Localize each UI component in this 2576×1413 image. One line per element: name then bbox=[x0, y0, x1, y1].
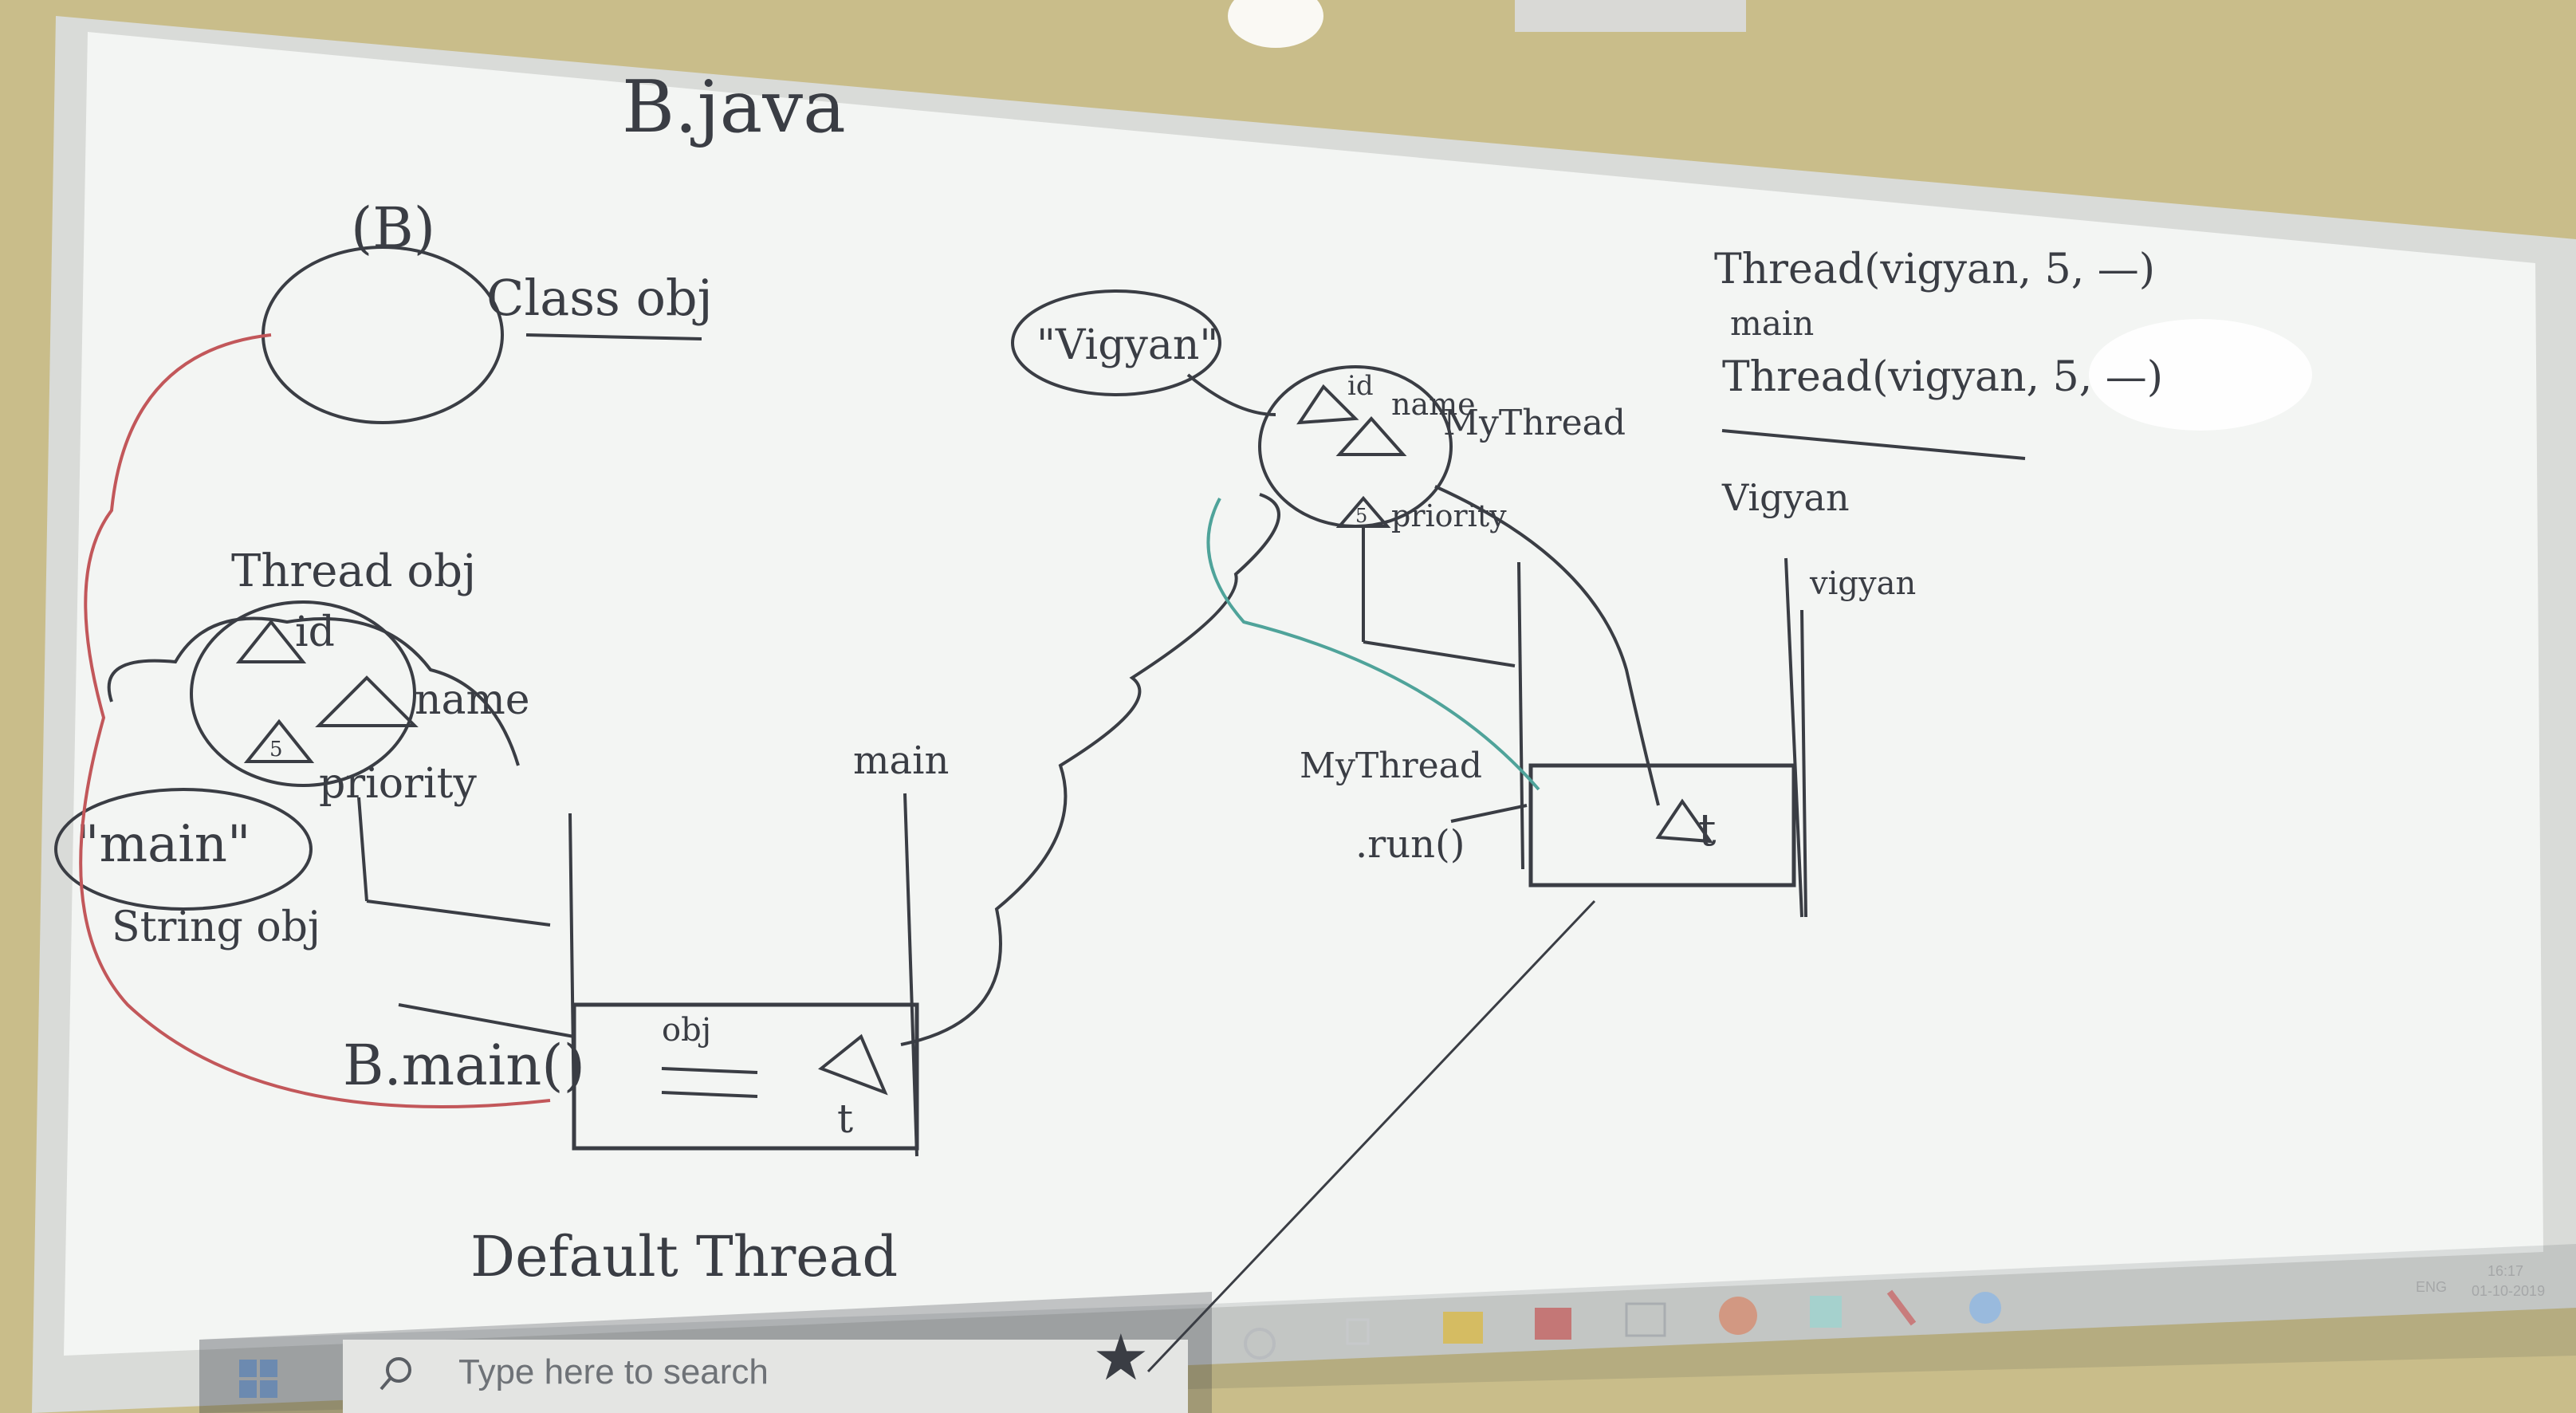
vigyan-link bbox=[1186, 373, 1276, 416]
search-icon bbox=[386, 1357, 411, 1383]
language-indicator[interactable]: ENG bbox=[2416, 1279, 2447, 1295]
folder-icon[interactable] bbox=[1443, 1312, 1483, 1344]
run-arrow bbox=[1450, 804, 1528, 823]
chrome-icon[interactable] bbox=[1719, 1297, 1757, 1335]
projector bbox=[1515, 0, 1746, 32]
glare bbox=[2089, 319, 2312, 431]
mythread-field-id: id bbox=[1347, 370, 1374, 402]
note-line-3: Thread(vigyan, 5, —) bbox=[1722, 353, 2163, 401]
mythread-field-name: name bbox=[1391, 387, 1476, 422]
glare-top bbox=[1228, 0, 1323, 48]
window-icon[interactable] bbox=[1625, 1302, 1666, 1337]
main-stack-line bbox=[903, 793, 918, 1157]
note-line-5: vigyan bbox=[1809, 565, 1916, 602]
run-label-run: .run() bbox=[1355, 822, 1465, 867]
search-placeholder: Type here to search bbox=[458, 1352, 769, 1391]
frame-item-obj: obj bbox=[662, 1012, 711, 1049]
star-mark: ★ bbox=[1092, 1321, 1150, 1395]
default-thread-label: Default Thread bbox=[470, 1224, 898, 1289]
field-id: id bbox=[295, 608, 335, 656]
priority-triangle bbox=[243, 718, 315, 763]
frame-line-1 bbox=[661, 1067, 758, 1074]
task-view-icon[interactable] bbox=[1346, 1318, 1370, 1345]
star-arrow bbox=[1146, 899, 1596, 1373]
app-icon-2[interactable] bbox=[1810, 1296, 1842, 1328]
run-label-mythread: MyThread bbox=[1300, 746, 1482, 786]
app-icon[interactable] bbox=[1535, 1308, 1571, 1340]
note-line-1: Thread(vigyan, 5, —) bbox=[1714, 246, 2155, 293]
teal-reference-curve bbox=[1206, 498, 1540, 791]
class-obj-label: Class obj bbox=[486, 269, 713, 327]
b-main-label: B.main() bbox=[343, 1033, 585, 1098]
main-method-frame bbox=[572, 1002, 919, 1151]
name-triangle bbox=[315, 675, 419, 727]
frame-line-2 bbox=[661, 1091, 758, 1098]
title-b-java: B.java bbox=[622, 65, 846, 149]
string-obj-label: String obj bbox=[112, 903, 321, 951]
field-priority: priority bbox=[319, 760, 477, 808]
priority-value: 5 bbox=[269, 738, 283, 762]
main-string-ellipse bbox=[54, 788, 313, 911]
wavy-link-to-mythread bbox=[900, 493, 1280, 1046]
clock-date[interactable]: 01-10-2019 bbox=[2472, 1283, 2545, 1299]
b-main-arrow bbox=[398, 1003, 575, 1038]
cortana-icon[interactable] bbox=[1244, 1328, 1276, 1360]
run-stack-left bbox=[1517, 561, 1524, 870]
vigyan-literal: "Vigyan" bbox=[1036, 321, 1218, 369]
class-letter: (B) bbox=[351, 195, 435, 261]
field-name: name bbox=[415, 676, 530, 724]
vigyan-ellipse bbox=[1011, 289, 1221, 396]
mythread-arrow bbox=[1363, 640, 1516, 667]
pen-icon[interactable] bbox=[1886, 1289, 1917, 1326]
search-box[interactable] bbox=[343, 1340, 1188, 1413]
run-method-frame bbox=[1528, 763, 1796, 888]
run-t-triangle bbox=[1655, 798, 1714, 844]
id-triangle bbox=[235, 619, 307, 663]
main-stack-label: main bbox=[853, 738, 949, 783]
mythread-field-priority: priority bbox=[1391, 498, 1507, 533]
run-item-t: t bbox=[1698, 805, 1717, 856]
arrow-stem bbox=[357, 797, 368, 902]
note-line-4: Vigyan bbox=[1721, 476, 1850, 519]
note-line-2: main bbox=[1730, 304, 1814, 343]
thread-obj-label: Thread obj bbox=[231, 545, 476, 597]
mythread-id-triangle bbox=[1296, 384, 1359, 425]
name-reference-curve bbox=[1434, 485, 1660, 806]
run-stack-right bbox=[1800, 609, 1807, 918]
mythread-priority-value: 5 bbox=[1355, 505, 1367, 527]
t-triangle bbox=[818, 1033, 888, 1096]
note-arrow-line bbox=[1721, 429, 2026, 460]
search-icon-handle bbox=[380, 1376, 392, 1391]
windows-start-icon[interactable] bbox=[239, 1360, 277, 1398]
class-obj-underline bbox=[525, 333, 702, 340]
mythread-class-label: MyThread bbox=[1443, 403, 1626, 443]
red-link-curve bbox=[79, 333, 551, 1108]
thread-object-circle bbox=[190, 600, 416, 787]
arrow-to-stack bbox=[366, 899, 551, 927]
whiteboard bbox=[64, 32, 2543, 1356]
clock-time[interactable]: 16:17 bbox=[2488, 1263, 2523, 1279]
frame-item-t: t bbox=[837, 1096, 853, 1142]
mythread-name-triangle bbox=[1335, 415, 1407, 456]
browser-icon[interactable] bbox=[1969, 1292, 2001, 1324]
thread-cloud-outline bbox=[107, 616, 520, 766]
vigyan-stack-line bbox=[1784, 557, 1803, 918]
main-string-literal: "main" bbox=[76, 815, 250, 874]
